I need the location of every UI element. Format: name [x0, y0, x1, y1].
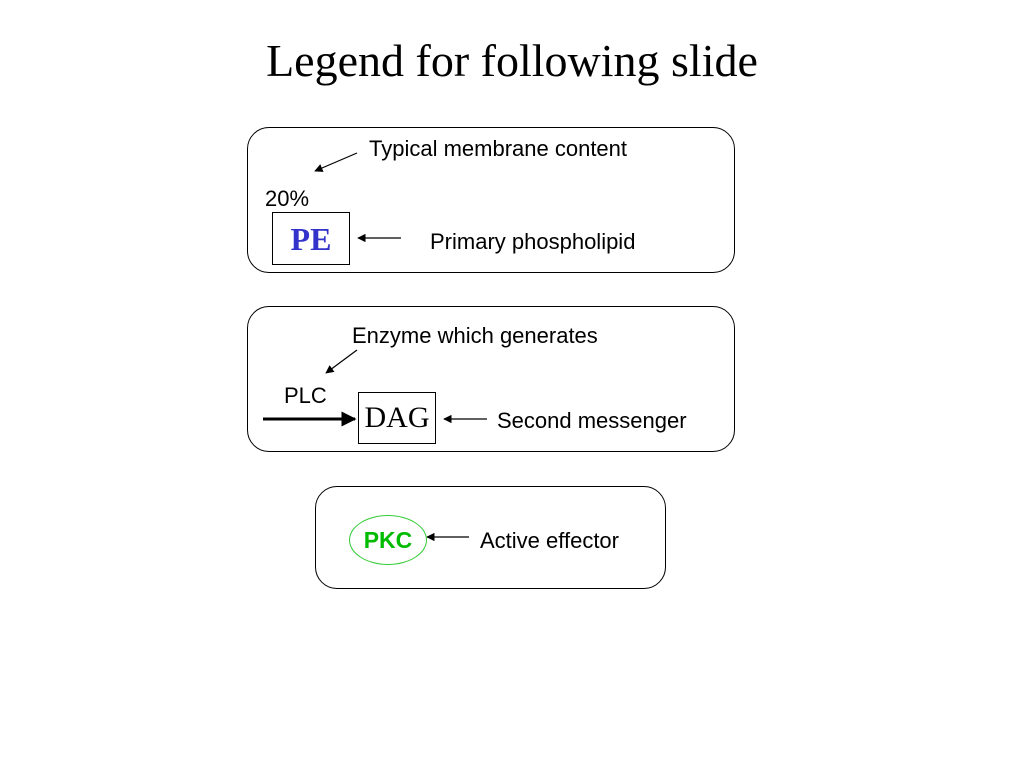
- active-effector-note: Active effector: [480, 528, 619, 553]
- slide-title: Legend for following slide: [266, 35, 758, 86]
- pe-box: PE: [272, 212, 350, 265]
- dag-legend-panel: [247, 306, 735, 452]
- pe-legend-panel: [247, 127, 735, 273]
- membrane-content-note: Typical membrane content: [369, 136, 628, 161]
- primary-phospholipid-note: Primary phospholipid: [430, 229, 636, 254]
- percent-label: 20%: [265, 186, 310, 211]
- second-messenger-note: Second messenger: [497, 408, 687, 433]
- plc-label: PLC: [284, 383, 327, 408]
- arrow-to-plc: [325, 349, 358, 374]
- pkc-legend-panel: [315, 486, 666, 589]
- enzyme-note: Enzyme which generates: [352, 323, 598, 348]
- pkc-ellipse: PKC: [349, 515, 427, 565]
- dag-box: DAG: [358, 392, 436, 444]
- arrow-to-percent: [314, 152, 358, 172]
